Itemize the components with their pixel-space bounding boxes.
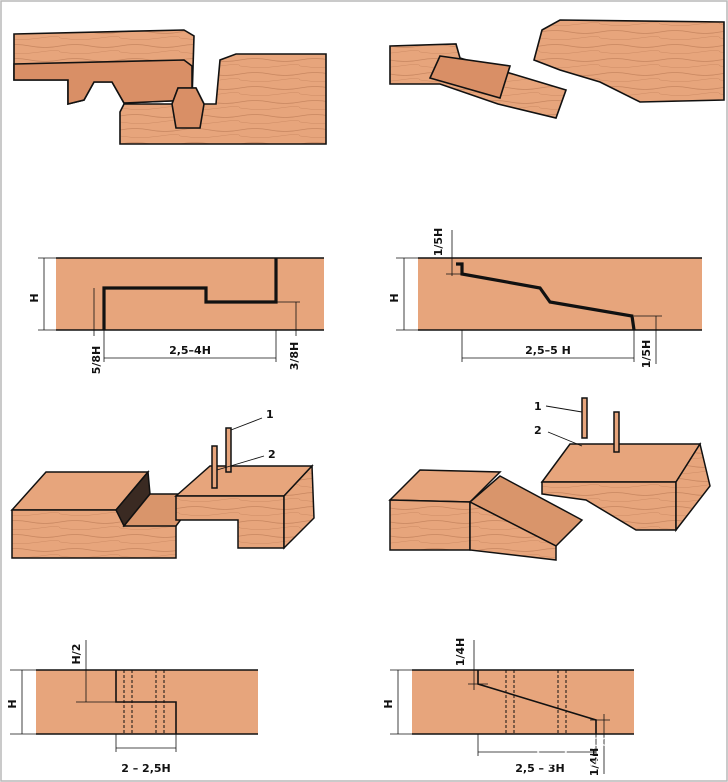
r1-left-joint: [13, 29, 327, 145]
r3-left-callout-2: 2: [268, 448, 276, 461]
r1-right-joint: [389, 19, 725, 119]
r4-right-width-label: 2,5 – 3H: [515, 762, 565, 775]
watermark-logo-icon: [537, 735, 567, 765]
r2-left-width-label: 2,5–4H: [169, 344, 211, 357]
r3-left-pin-2: [211, 445, 218, 489]
r2-right-bottom-label: 1/5H: [640, 340, 653, 369]
r4-left-plan: H H/2 2 – 2,5H: [6, 640, 258, 775]
r3-right-joint: [388, 397, 711, 561]
r3-right-callout-1: 1: [534, 400, 542, 413]
r3-left-pin-1: [225, 427, 232, 473]
r3-right-pin-1: [581, 397, 588, 439]
r3-right-beam-b-end: [675, 442, 711, 533]
watermark: Строительство Советы: [537, 732, 691, 770]
r1-left-top-beam-face: [13, 59, 193, 106]
r4-right-beam: [412, 670, 634, 734]
r4-left-half-label: H/2: [70, 644, 83, 665]
r2-left-58h-label: 5/8H: [90, 346, 103, 375]
r4-right-top-label: 1/4H: [454, 638, 467, 667]
r2-left-elevation: H 5/8H 3/8H 2,5–4H: [28, 257, 324, 375]
r2-left-38h-label: 3/8H: [288, 342, 301, 371]
r4-right-h-label: H: [382, 699, 395, 708]
r3-right-beam-a-front: [389, 499, 471, 551]
r4-right-plan: H 1/4H 1/4H 2,5 – 3H: [382, 638, 634, 777]
r2-right-elevation: H 1/5H 1/5H 2,5–5 H: [388, 228, 702, 369]
watermark-line-1: Строительство: [572, 732, 691, 750]
r3-right-pin-2: [613, 411, 620, 453]
r3-right-slope-front: [469, 500, 557, 561]
r2-right-h-label: H: [388, 293, 401, 302]
r3-right-beam-b-top: [540, 443, 702, 483]
r2-right-width-label: 2,5–5 H: [525, 344, 571, 357]
r3-left-joint: [10, 417, 315, 559]
r1-right-left-step: [428, 55, 512, 99]
r2-left-h-label: H: [28, 293, 41, 302]
r4-right-bottom-label: 1/4H: [588, 748, 601, 777]
r2-left-joint-line: [102, 258, 278, 330]
r3-left-beam-b-front: [175, 495, 285, 549]
r2-right-joint-line: [456, 262, 636, 331]
watermark-line-2: Советы: [584, 752, 642, 770]
r1-right-right-beam: [533, 19, 725, 103]
r3-left-callout-1: 1: [266, 408, 274, 421]
r4-left-width-label: 2 – 2,5H: [121, 762, 171, 775]
r2-left-beam: [56, 258, 324, 330]
r4-left-h-label: H: [6, 699, 19, 708]
r1-left-key: [171, 87, 205, 129]
r4-left-joint-line: [115, 670, 177, 734]
r2-right-top-label: 1/5H: [432, 228, 445, 257]
r4-right-joint-line: [477, 670, 597, 734]
r2-right-beam: [418, 258, 702, 330]
r3-right-callout-2: 2: [534, 424, 542, 437]
r3-left-beam-b-end: [283, 464, 315, 550]
